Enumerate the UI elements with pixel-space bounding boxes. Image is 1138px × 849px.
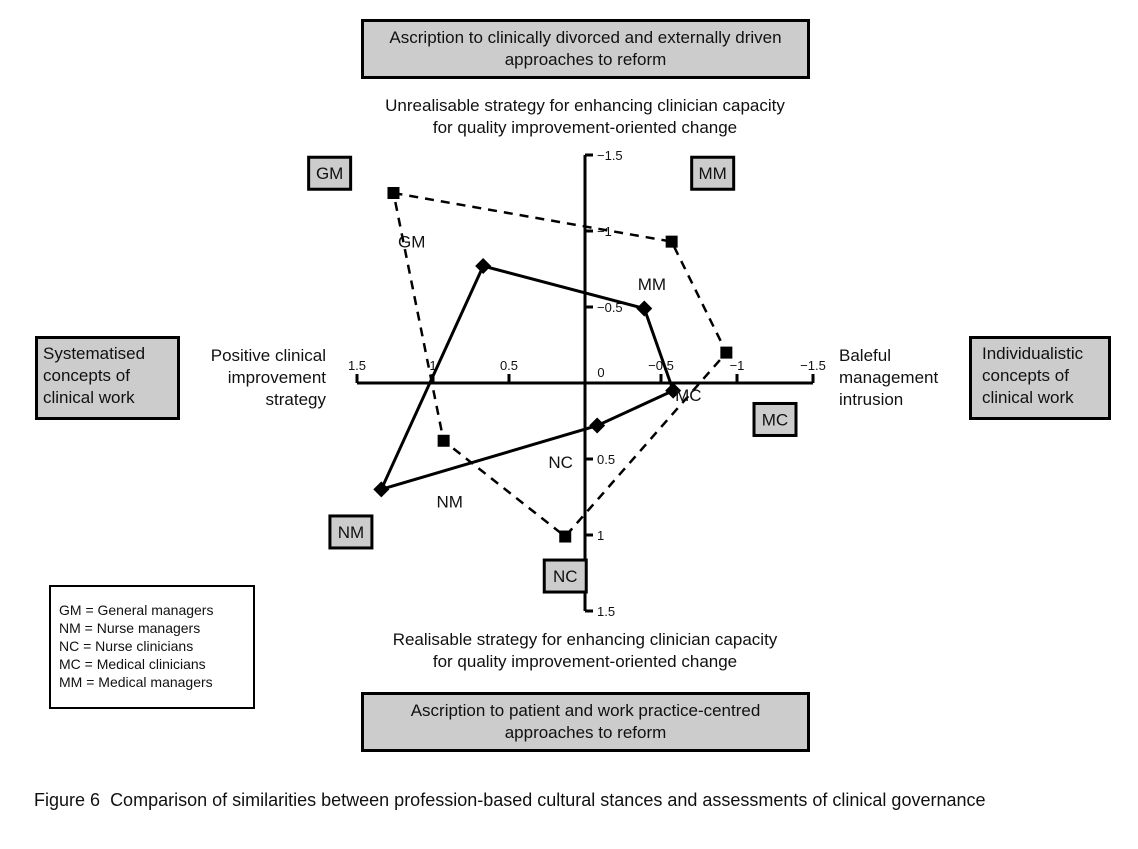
left-axis-line-2: improvement xyxy=(227,368,326,387)
square-marker-mm xyxy=(665,235,678,248)
diamond-marker-mc xyxy=(665,382,682,399)
right-axis-label: Baleful management intrusion xyxy=(839,345,969,411)
top-axis-line-2: for quality improvement-oriented change xyxy=(432,118,738,137)
bottom-axis-line-1: Realisable strategy for enhancing clinic… xyxy=(392,630,778,649)
left-axis-line-1: Positive clinical xyxy=(210,346,326,365)
diamond-marker-mm xyxy=(636,300,653,317)
group-box-label-nc: NC xyxy=(553,567,578,586)
left-axis-label: Positive clinical improvement strategy xyxy=(180,345,326,411)
left-quadrant-box: Systematised concepts of clinical work xyxy=(35,336,180,420)
legend-item-gm: GM = General managers xyxy=(59,602,214,618)
square-marker-gm xyxy=(387,187,400,199)
axes: 1.5 1 0.5 0 −0.5 −1 −1.5 −1.5 −1 −0.5 0.5 1 1.5 xyxy=(348,148,826,619)
series-layer xyxy=(373,187,733,543)
x-tick-label: 0 xyxy=(597,365,604,380)
point-label-gm: GM xyxy=(398,233,425,252)
group-box-nc xyxy=(542,558,588,594)
group-box-label-nm: NM xyxy=(338,523,364,542)
figure-caption: Figure 6 Comparison of similarities betw… xyxy=(34,787,1124,814)
group-box-mc xyxy=(752,401,798,437)
group-box-label-gm: GM xyxy=(316,164,343,183)
label-layer: GM MM MC NC NM GM MM MC NM NC xyxy=(307,155,798,594)
top-quadrant-box: Ascription to clinically divorced and ex… xyxy=(361,19,810,79)
left-axis-line-3: strategy xyxy=(265,390,326,409)
group-box-nm xyxy=(328,514,374,550)
bottom-axis-line-2: for quality improvement-oriented change xyxy=(432,652,738,671)
point-label-mm: MM xyxy=(638,275,666,294)
right-quadrant-line-1: Individualistic xyxy=(982,344,1084,363)
y-tick-label: 1.5 xyxy=(597,604,615,619)
top-axis-line-1: Unrealisable strategy for enhancing clin… xyxy=(385,96,785,115)
left-quadrant-line-2: concepts of xyxy=(43,366,130,385)
group-box-label-mm: MM xyxy=(699,164,727,183)
diamond-marker-gm xyxy=(475,257,492,274)
bottom-quadrant-text: Ascription to patient and work practice-… xyxy=(410,701,761,742)
bottom-axis-label: Realisable strategy for enhancing clinic… xyxy=(330,629,840,673)
x-tick-label: 1 xyxy=(429,358,436,373)
legend-item-mm: MM = Medical managers xyxy=(59,674,213,690)
square-marker-mc xyxy=(720,346,733,359)
x-tick-label: −1.5 xyxy=(800,358,826,373)
bottom-quadrant-box: Ascription to patient and work practice-… xyxy=(361,692,810,752)
right-quadrant-line-3: clinical work xyxy=(982,388,1074,407)
y-tick-label: −1.5 xyxy=(597,148,623,163)
legend-item-nc: NC = Nurse clinicians xyxy=(59,638,194,654)
right-axis-line-2: management xyxy=(839,368,939,387)
legend-item-nm: NM = Nurse managers xyxy=(59,620,201,636)
point-label-mc: MC xyxy=(675,386,701,405)
point-label-nm: NM xyxy=(436,493,462,512)
diamond-marker-nm xyxy=(373,481,390,498)
legend-item-mc: MC = Medical clinicians xyxy=(59,656,206,672)
y-tick-label: 1 xyxy=(597,528,604,543)
point-label-nc: NC xyxy=(548,453,573,472)
x-tick-label: 1.5 xyxy=(348,358,366,373)
figure-label: Figure 6 xyxy=(34,790,101,810)
right-quadrant-line-2: concepts of xyxy=(982,366,1069,385)
y-tick-label: −0.5 xyxy=(597,300,623,315)
diamond-marker-nc xyxy=(589,417,606,434)
group-box-label-mc: MC xyxy=(762,410,788,429)
figure-caption-text: Comparison of similarities between profe… xyxy=(110,790,986,810)
right-axis-line-1: Baleful xyxy=(839,346,891,365)
square-marker-nc xyxy=(559,530,572,543)
left-quadrant-line-1: Systematised xyxy=(43,344,146,363)
x-tick-label: 0.5 xyxy=(500,358,518,373)
right-axis-line-3: intrusion xyxy=(839,390,904,409)
top-quadrant-text: Ascription to clinically divorced and ex… xyxy=(389,28,782,69)
left-quadrant-line-3: clinical work xyxy=(43,388,135,407)
y-tick-label: −1 xyxy=(597,224,612,239)
legend: GM = General managers NM = Nurse manager… xyxy=(49,585,255,709)
solid-series-line xyxy=(378,264,676,492)
x-tick-label: −0.5 xyxy=(648,358,674,373)
top-axis-label: Unrealisable strategy for enhancing clin… xyxy=(330,95,840,139)
x-tick-label: −1 xyxy=(730,358,745,373)
y-tick-label: 0.5 xyxy=(597,452,615,467)
square-marker-nm xyxy=(437,434,450,447)
group-box-gm xyxy=(307,155,353,191)
dashed-series-line xyxy=(391,191,728,539)
group-box-mm xyxy=(690,155,736,191)
right-quadrant-box: Individualistic concepts of clinical wor… xyxy=(969,336,1111,420)
